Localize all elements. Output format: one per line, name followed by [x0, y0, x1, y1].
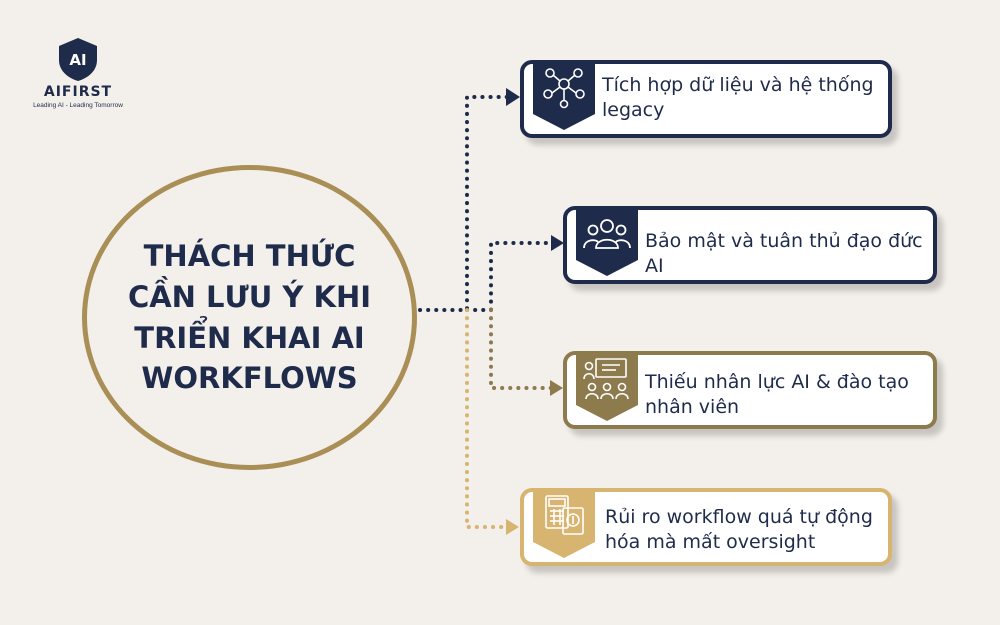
challenge-label-1: Tích hợp dữ liệu và hệ thống legacy	[602, 74, 874, 121]
connector-3-arrow	[550, 380, 563, 396]
brand-tagline: Leading AI - Leading Tomorrow	[33, 102, 123, 109]
brand-name: AIFIRST	[43, 84, 113, 100]
connector-1	[418, 95, 510, 312]
main-topic-circle: THÁCH THỨC CẦN LƯU Ý KHI TRIỂN KHAI AI W…	[82, 165, 417, 470]
brand-logo: AI AIFIRST Leading AI - Leading Tomorrow	[28, 36, 128, 109]
main-title: THÁCH THỨC CẦN LƯU Ý KHI TRIỂN KHAI AI W…	[127, 239, 372, 396]
connector-2	[465, 241, 555, 312]
shield-logo-icon: AI	[59, 38, 97, 81]
connector-4-arrow	[506, 519, 519, 535]
challenge-label-3: Thiếu nhân lực AI & đào tạo nhân viên	[645, 371, 909, 418]
connector-2-arrow	[551, 235, 564, 251]
network-people-icon	[533, 60, 595, 132]
connector-1-arrow	[506, 88, 520, 106]
calculator-document-icon	[533, 488, 595, 560]
connector-4	[465, 308, 510, 529]
people-group-icon	[576, 206, 638, 278]
challenge-label-2: Bảo mật và tuân thủ đạo đức AI	[645, 230, 923, 277]
logo-mark: AI	[69, 51, 86, 69]
challenge-label-4: Rủi ro workflow quá tự động hóa mà mất o…	[605, 506, 873, 553]
connector-3	[489, 308, 554, 390]
training-icon	[576, 351, 638, 423]
